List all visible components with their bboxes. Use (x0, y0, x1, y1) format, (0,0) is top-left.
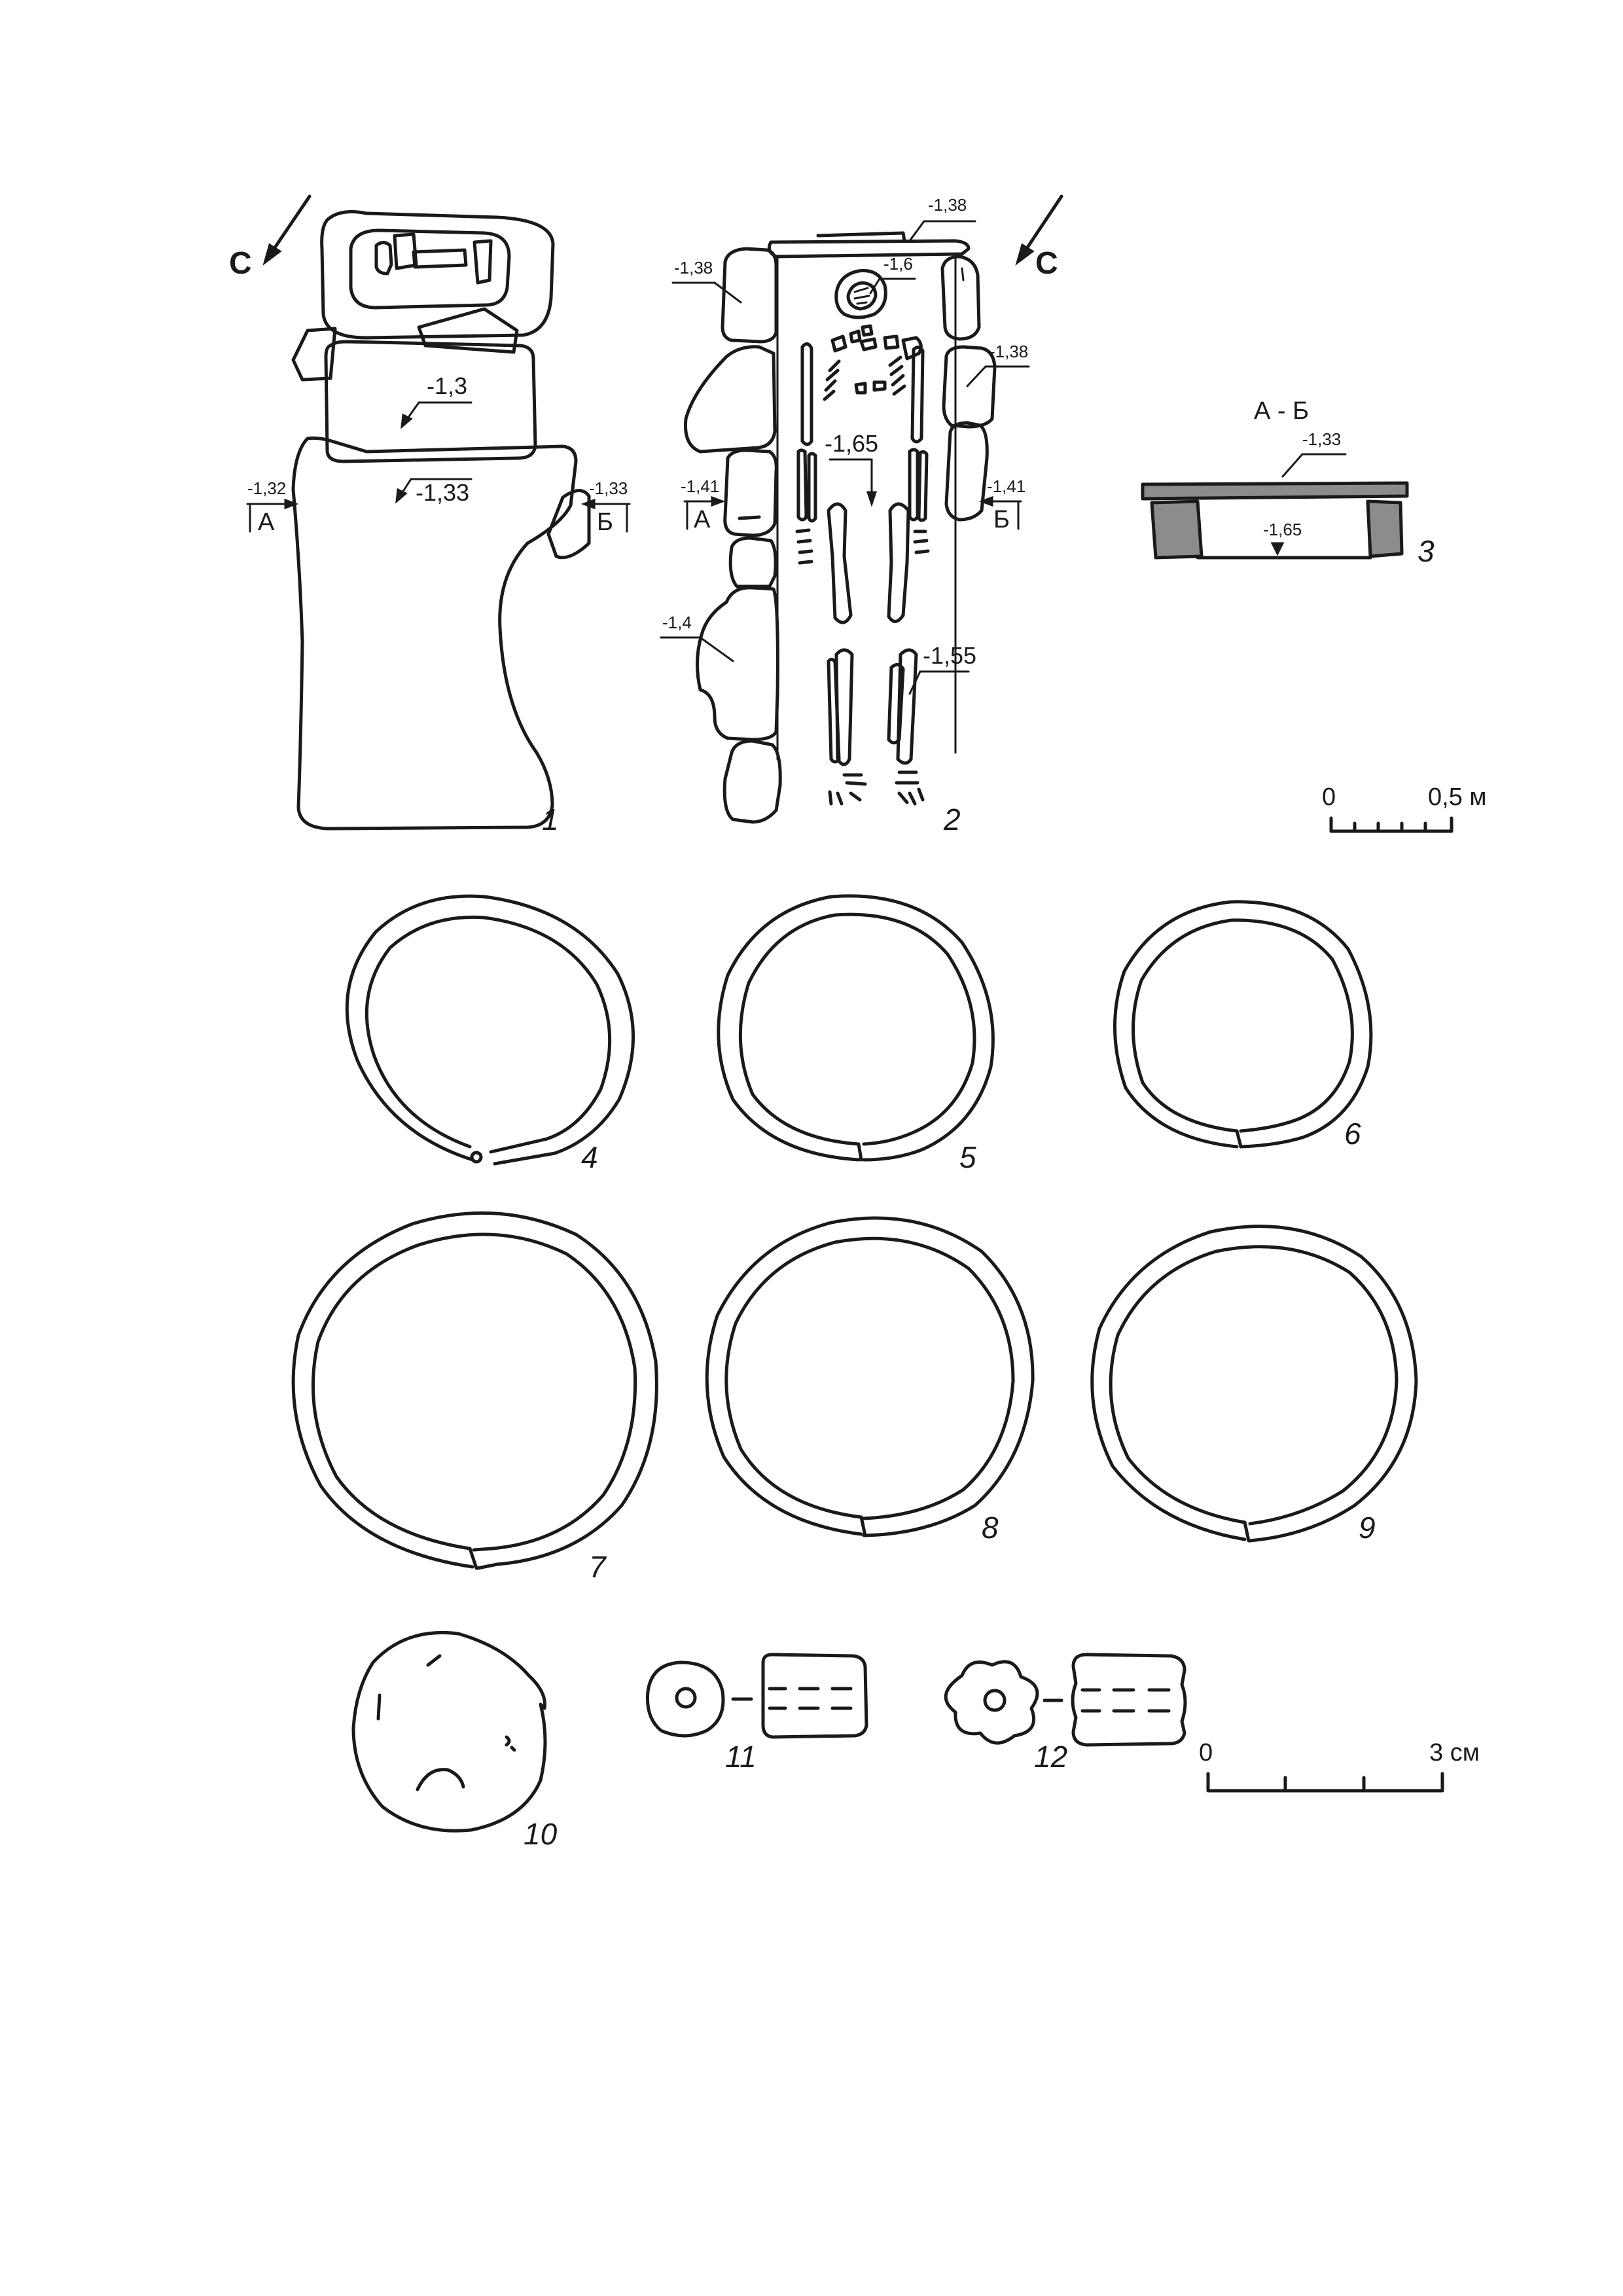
scale-cm-end: 3 см (1429, 1739, 1480, 1767)
item-10-lump: 10 (351, 1630, 558, 1851)
fig-number-5: 5 (959, 1140, 976, 1174)
fig2-left-stone-5 (696, 586, 779, 742)
fig2-section-a: А (694, 506, 711, 533)
fig-number-10: 10 (524, 1817, 558, 1851)
north-arrow-1: С (229, 194, 312, 281)
ring-8: 8 (705, 1216, 1035, 1545)
fig2-left-stone-6 (722, 739, 782, 824)
fig2-right-stone-2 (942, 345, 997, 429)
fig3-title: А - Б (1254, 397, 1309, 425)
ring-9: 9 (1090, 1225, 1418, 1545)
north-label-1: С (229, 246, 252, 281)
fig1-cover-slab (324, 340, 537, 463)
fig-number-7: 7 (589, 1550, 607, 1584)
item-11-bead: 11 (645, 1653, 868, 1774)
fig-number-2: 2 (943, 802, 961, 836)
fig1-side-stone (291, 327, 337, 382)
fig-number-1: 1 (542, 802, 559, 836)
fig2-elev-shin: -1,55 (923, 642, 976, 669)
fig2-elev-left-mid: -1,41 (681, 476, 719, 496)
ring-4: 4 (345, 894, 635, 1174)
fig1-head-stone (320, 210, 555, 340)
fig-number-11: 11 (725, 1740, 757, 1774)
fig2-left-stone-1 (721, 247, 778, 344)
fig2-elev-left-low: -1,4 (662, 613, 692, 632)
fig2-skull (834, 268, 887, 319)
fig2-skeleton (795, 324, 930, 806)
fig2-elev-left-top: -1,38 (674, 258, 713, 278)
fig2-right-stone-1 (940, 255, 981, 341)
fig2-elev-right-top: -1,38 (990, 342, 1028, 361)
fig3-elev-bottom: -1,65 (1263, 520, 1302, 539)
fig1-section-a: А (258, 509, 275, 536)
fig2-elev-lid: -1,38 (928, 195, 967, 215)
fig3-section-view: А - Б -1,33 -1,65 3 (1141, 397, 1435, 568)
fig-number-3: 3 (1418, 534, 1435, 568)
fig2-elev-right-mid: -1,41 (987, 476, 1026, 496)
fig1-main-chamber (291, 436, 578, 831)
fig3-left-wall (1150, 499, 1204, 560)
fig2-pit-outline (776, 255, 957, 761)
scale-cm-start: 0 (1199, 1739, 1213, 1767)
fig1-head-inner (349, 228, 511, 310)
fig-number-4: 4 (581, 1140, 598, 1174)
fig2-elev-skull: -1,6 (883, 254, 913, 274)
fig2-left-stone-3 (723, 448, 778, 537)
scale-bar-metres: 0 0,5 м (1322, 783, 1487, 833)
ring-6: 6 (1113, 900, 1373, 1151)
fig2-section-b: Б (993, 506, 1010, 533)
fig1-elev-left: -1,32 (247, 478, 286, 498)
ring-5: 5 (717, 894, 995, 1174)
north-arrow-2: С (1015, 194, 1063, 281)
fig-number-12: 12 (1034, 1740, 1067, 1774)
fig2-left-stone-4 (728, 536, 777, 588)
fig-number-8: 8 (982, 1511, 999, 1545)
fig2-elev-floor: -1,65 (825, 430, 878, 457)
fig1-elev-top: -1,3 (427, 372, 467, 399)
north-label-2: С (1035, 246, 1058, 281)
fig1-section-b: Б (597, 509, 613, 536)
ring-7: 7 (291, 1211, 658, 1584)
fig3-cover-slab (1141, 481, 1409, 501)
fig-number-9: 9 (1359, 1511, 1376, 1545)
fig2-right-stone-3 (944, 421, 989, 522)
fig2-lid (767, 239, 971, 259)
fig-number-6: 6 (1344, 1117, 1361, 1151)
fig1-elev-middle: -1,33 (416, 479, 469, 506)
item-12-flower-bead: 12 (944, 1653, 1187, 1774)
fig2-left-stone-2 (683, 345, 777, 454)
scale-m-start: 0 (1322, 783, 1336, 811)
scale-bar-centimetres: 0 3 см (1199, 1739, 1480, 1793)
fig2-burial-plan: С -1,38 -1,38 -1,4 -1,41 А -1,38 (660, 194, 1063, 836)
fig3-elev-top: -1,33 (1302, 429, 1341, 449)
scale-m-end: 0,5 м (1428, 783, 1487, 811)
fig1-cist-top-view: С -1,3 -1,33 -1,32 А -1,33 Б (229, 194, 631, 836)
fig3-right-wall (1366, 499, 1404, 558)
fig1-elev-right: -1,33 (589, 478, 628, 498)
fig1-side-stone-right (546, 489, 591, 560)
